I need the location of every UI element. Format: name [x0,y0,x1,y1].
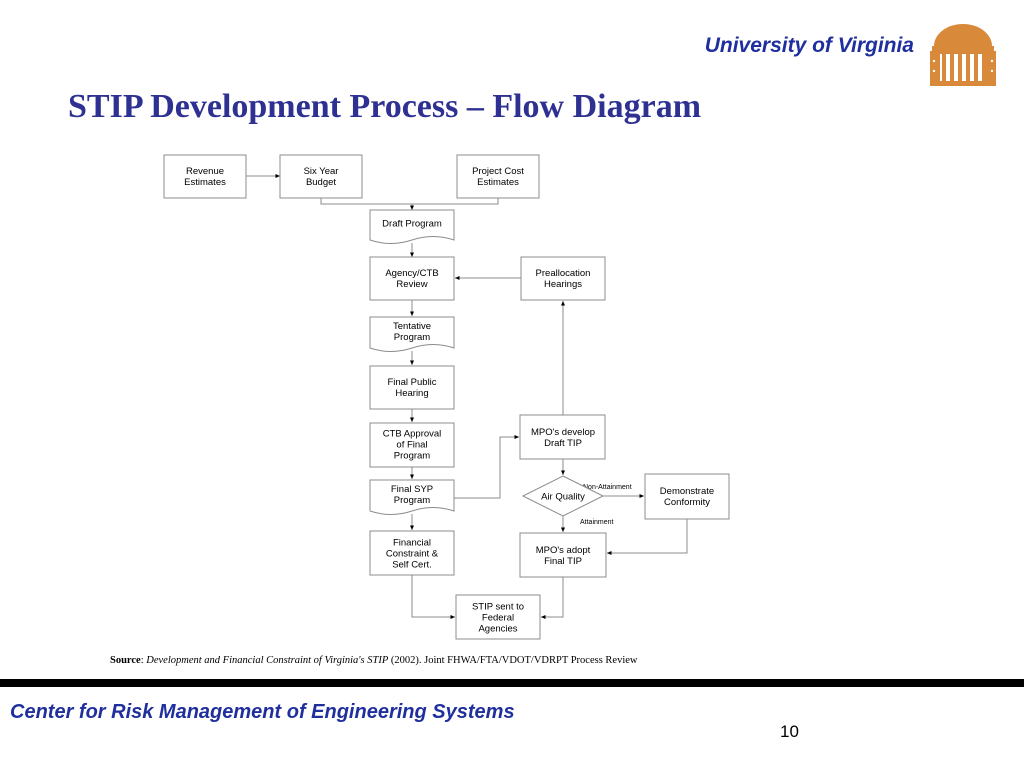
edge-financial-to-stip [411,575,455,619]
university-name: University of Virginia [704,34,914,57]
svg-text:Air Quality: Air Quality [541,492,585,503]
source-label: Source [110,655,141,666]
source-document: Development and Financial Constraint of … [146,655,389,666]
edge-syp-to-mpo-develop [454,435,519,499]
node-draft-program: Draft Program [369,209,455,244]
edge-label-attainment: Attainment [580,519,614,526]
edge-cost-to-draft [412,198,499,205]
edge-mpo-adopt-to-stip [541,577,564,619]
page-number: 10 [780,722,799,741]
edge-demonstrate-to-mpo-adopt [607,519,688,555]
rotunda-logo-icon [930,24,996,86]
footer-divider [0,679,1024,687]
svg-text:Draft Program: Draft Program [382,219,442,230]
source-separator: : [140,655,147,666]
footer-organization: Center for Risk Management of Engineerin… [10,701,515,723]
slide-title: STIP Development Process – Flow Diagram [68,88,702,125]
source-details: (2002). Joint FHWA/FTA/VDOT/VDRPT Proces… [388,655,638,666]
edge-budget-to-draft [320,198,414,210]
node-air-quality-decision: Air Quality [521,475,605,517]
edge-label-non-attainment: Non-Attainment [583,484,632,491]
source-citation: Source: Development and Financial Constr… [110,655,637,666]
connectors [246,174,688,619]
